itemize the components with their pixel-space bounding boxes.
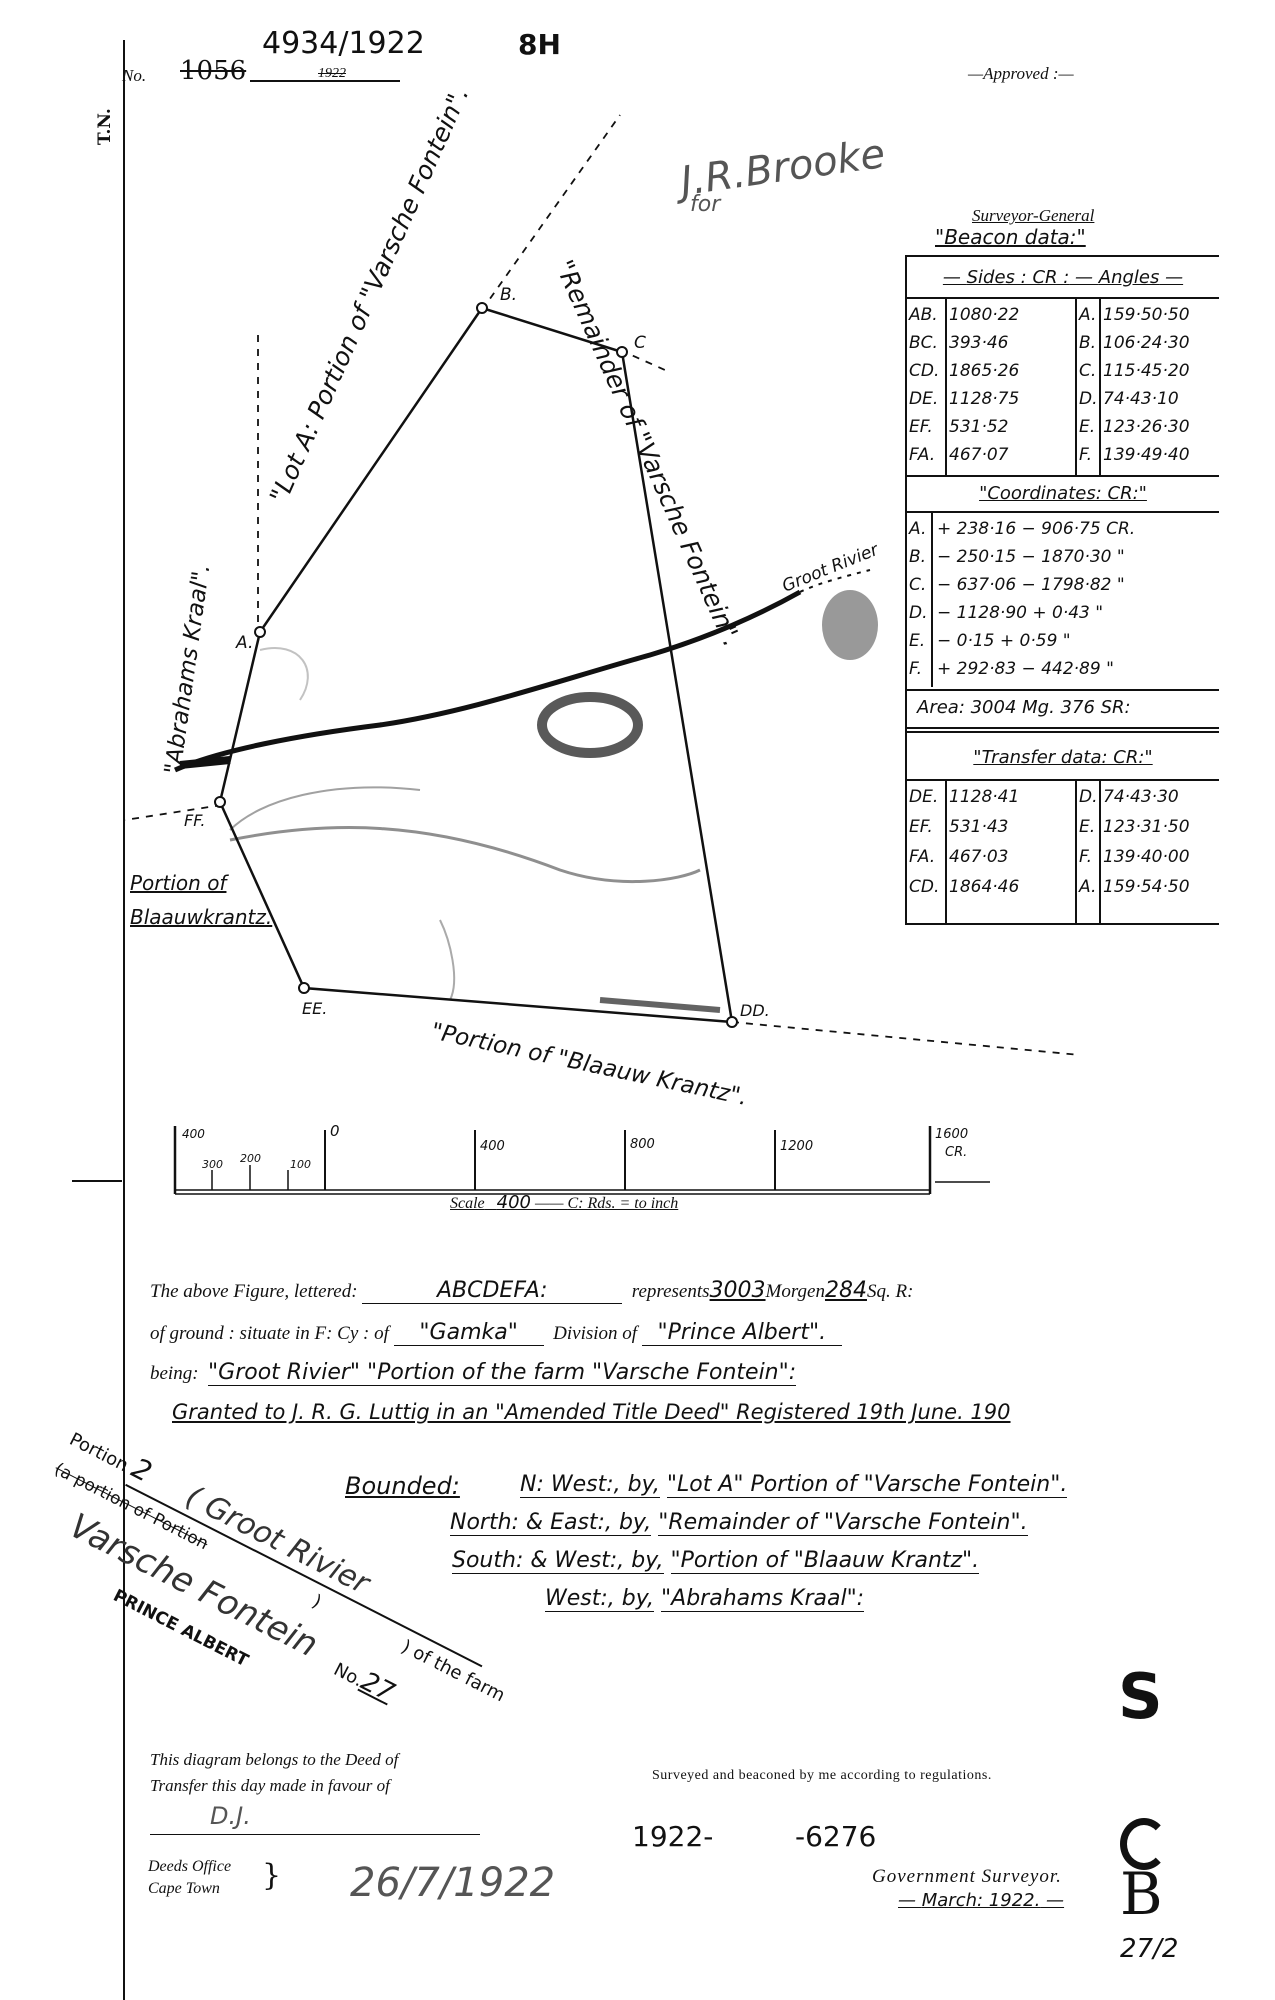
- surveyor-general-label: Surveyor-General: [972, 206, 1095, 225]
- handwritten-date: 26/7/1922: [350, 1860, 556, 1906]
- c-mark-icon: [1120, 1818, 1168, 1870]
- coordinates-title: "Coordinates: CR:": [979, 483, 1147, 504]
- beacon-label-ff: FF.: [184, 811, 205, 830]
- margin-line: [123, 40, 125, 2000]
- description-line-2: of ground : situate in F: Cy : of "Gamka…: [150, 1320, 842, 1346]
- scale-tick-label: 1600: [935, 1127, 968, 1142]
- beacon-data-title: "Beacon data:": [935, 225, 1086, 249]
- area-value: Area: 3004 Mg. 376 SR:: [917, 697, 1131, 718]
- granted-line: Granted to J. R. G. Luttig in an "Amende…: [172, 1400, 1011, 1424]
- struck-number: 1056: [180, 56, 247, 86]
- scale-caption: Scale 400 —— C: Rds. = to inch: [450, 1192, 679, 1213]
- scale-tick-label: 800: [630, 1137, 655, 1152]
- coordinate-row: C.− 637·06 − 1798·82 ": [909, 575, 1125, 595]
- coordinate-row: D.− 1128·90 + 0·43 ": [909, 603, 1104, 623]
- bounded-line: N: West:, by, "Lot A" Portion of "Varsch…: [520, 1472, 1068, 1498]
- scale-tick-label: 0: [330, 1122, 340, 1140]
- beacon-marker: [298, 982, 310, 994]
- beacon-label-dd: DD.: [740, 1001, 770, 1020]
- stamp-farm-no: No.27: [330, 1659, 400, 1709]
- government-surveyor: Government Surveyor.: [872, 1866, 1062, 1887]
- signature-for: for: [690, 192, 721, 217]
- cape-town: Cape Town: [148, 1880, 220, 1897]
- portion-blaauwkrantz-label: Portion of Blaauwkrantz.: [130, 871, 273, 929]
- beacon-marker: [214, 796, 226, 808]
- scale-tick-label: 1200: [780, 1139, 813, 1154]
- coordinate-row: E.− 0·15 + 0·59 ": [909, 631, 1071, 651]
- coordinate-row: F.+ 292·83 − 442·89 ": [909, 659, 1114, 679]
- stamp-close-paren: ): [308, 1590, 325, 1613]
- groot-rivier-label: Groot Rivier: [779, 540, 882, 597]
- abrahams-kraal-label: "Abrahams Kraal".: [160, 562, 215, 775]
- survey-diagram: "Lot A: Portion of "Varsche Fontein". "R…: [124, 82, 1081, 1111]
- favour-name: D.J.: [210, 1802, 251, 1830]
- bounded-line: West:, by, "Abrahams Kraal":: [545, 1586, 865, 1612]
- scale-tick-label: 100: [290, 1158, 311, 1171]
- scale-bar: 400 300 200 100 0 400 800 1200 1600 CR.: [173, 1122, 990, 1195]
- stamp-of-the-farm: ) of the farm: [397, 1636, 509, 1707]
- deeds-office: Deeds Office: [148, 1858, 232, 1875]
- approved-label: —Approved :—: [968, 64, 1074, 83]
- terrain-shading: [229, 590, 878, 1013]
- no-label: No.: [122, 66, 147, 85]
- beacon-marker: [616, 346, 628, 358]
- portion-blaauw-krantz-label: "Portion of "Blaauw Krantz".: [429, 1018, 750, 1111]
- extra-mark: 8H: [518, 28, 561, 61]
- adjacent-boundaries: [124, 114, 1081, 1056]
- beacon-marker: [254, 626, 266, 638]
- big-s-mark: S: [1118, 1660, 1163, 1733]
- scale-tick-label: 400: [182, 1127, 205, 1141]
- reference-number: -6276: [795, 1820, 877, 1853]
- bounded-line: North: & East:, by, "Remainder of "Varsc…: [450, 1510, 1028, 1536]
- deed-line-2: Transfer this day made in favour of: [150, 1776, 390, 1795]
- beacon-marker: [476, 302, 488, 314]
- beacon-label-a: A.: [235, 633, 253, 653]
- page-reference: 27/2: [1120, 1934, 1179, 1964]
- beacon-label-ee: EE.: [302, 999, 327, 1018]
- bounded-line: South: & West:, by, "Portion of "Blaauw …: [452, 1548, 980, 1574]
- coordinate-row: B.− 250·15 − 1870·30 ": [909, 547, 1125, 567]
- transfer-title: "Transfer data: CR:": [973, 747, 1153, 768]
- scale-unit: CR.: [945, 1145, 967, 1160]
- remainder-label: "Remainder of "Varsche Fontein".: [550, 256, 747, 651]
- sides-header: — Sides : CR : — Angles —: [942, 267, 1184, 288]
- reference-year: 1922-: [632, 1820, 714, 1853]
- scale-tick-label: 300: [202, 1158, 223, 1171]
- description-line-3: being: "Groot Rivier" "Portion of the fa…: [150, 1360, 797, 1386]
- surveyed-statement: Surveyed and beaconed by me according to…: [652, 1768, 992, 1783]
- beacon-label-b: B.: [500, 285, 517, 305]
- coordinate-row: A.+ 238·16 − 906·75 CR.: [909, 519, 1136, 539]
- bounded-label: Bounded:: [345, 1472, 460, 1500]
- diagram-number: 4934/1922: [262, 26, 425, 61]
- survey-date: — March: 1922. —: [898, 1890, 1065, 1911]
- scale-tick-label: 400: [480, 1139, 505, 1154]
- beacon-marker: [726, 1016, 738, 1028]
- lot-a-label: "Lot A: Portion of "Varsche Fontein".: [264, 82, 475, 507]
- description-line-1: The above Figure, lettered: ABCDEFA: rep…: [150, 1278, 914, 1304]
- struck-year: 1922: [318, 66, 346, 81]
- b-mark: B: [1120, 1860, 1163, 1928]
- deed-line-1: This diagram belongs to the Deed of: [150, 1750, 399, 1769]
- river-line: [173, 589, 802, 773]
- scale-tick-label: 200: [240, 1152, 261, 1165]
- beacon-label-c: C: [634, 333, 646, 353]
